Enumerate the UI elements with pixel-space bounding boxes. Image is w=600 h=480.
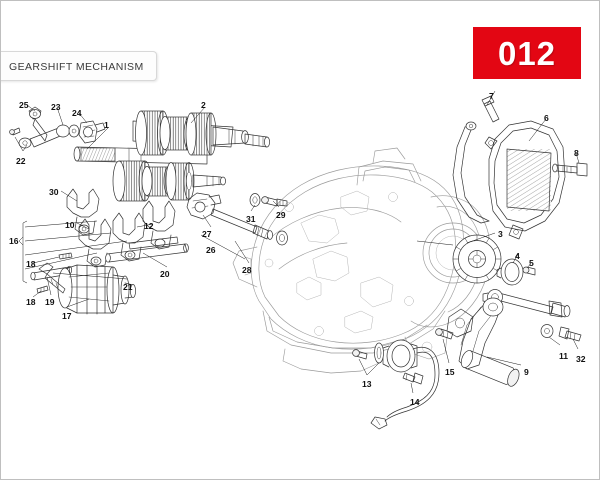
part-callout-23: 23: [51, 102, 61, 112]
group-bracket-16: [18, 220, 128, 284]
part-callout-27: 27: [202, 229, 212, 239]
part-callout-21: 21: [123, 282, 133, 292]
part-callout-25: 25: [19, 100, 29, 110]
part-callout-3: 3: [498, 229, 503, 239]
gear-cluster-lower: [112, 160, 195, 202]
part-callout-29: 29: [276, 210, 286, 220]
part-callout-5: 5: [529, 258, 534, 268]
detent-arm-assembly: [9, 106, 106, 149]
part-callout-26: 26: [206, 245, 216, 255]
part-callout-32: 32: [576, 354, 586, 364]
page-title: GEARSHIFT MECHANISM: [9, 61, 144, 73]
gear-cluster-upper: [135, 110, 217, 156]
section-number-badge: 012: [473, 27, 581, 79]
part-callout-1: 1: [104, 120, 109, 130]
drive-sprocket-assembly: [416, 232, 536, 286]
part-callout-13: 13: [362, 379, 372, 389]
part-callout-10: 10: [65, 220, 75, 230]
part-callout-28: 28: [242, 265, 252, 275]
part-callout-11: 11: [559, 351, 569, 361]
diagram-title-plate: GEARSHIFT MECHANISM: [1, 51, 157, 81]
part-callout-24: 24: [72, 108, 82, 118]
part-callout-7: 7: [489, 91, 494, 101]
part-callout-22: 22: [16, 156, 26, 166]
part-callout-12: 12: [144, 221, 154, 231]
part-callout-19: 19: [45, 297, 55, 307]
callout-leader-lines: [14, 90, 580, 394]
part-callout-15: 15: [445, 367, 455, 377]
sprocket-cover-assembly: [452, 95, 588, 240]
part-callout-4: 4: [515, 251, 520, 261]
gearshift-spindle-assembly: [186, 192, 288, 260]
part-callout-30: 30: [49, 187, 59, 197]
output-shaft-assembly: [73, 110, 270, 202]
gear-position-sensor-assembly: [352, 339, 440, 430]
part-callout-8: 8: [574, 148, 579, 158]
part-callout-20: 20: [160, 269, 170, 279]
part-callout-16: 16: [9, 236, 19, 246]
part-callout-9: 9: [524, 367, 529, 377]
shift-drum-assembly: [36, 252, 136, 315]
part-callout-31: 31: [246, 214, 256, 224]
engine-crankcase-outline: [232, 147, 491, 374]
part-callout-18b: 18: [26, 297, 36, 307]
section-number: 012: [497, 34, 557, 72]
part-callout-2: 2: [201, 100, 206, 110]
part-callout-17: 17: [62, 311, 72, 321]
part-callout-14: 14: [410, 397, 420, 407]
shift-fork-assembly: [66, 188, 176, 268]
part-callout-18: 18: [26, 259, 36, 269]
part-callout-6: 6: [544, 113, 549, 123]
gear-lever-assembly: [435, 289, 582, 387]
